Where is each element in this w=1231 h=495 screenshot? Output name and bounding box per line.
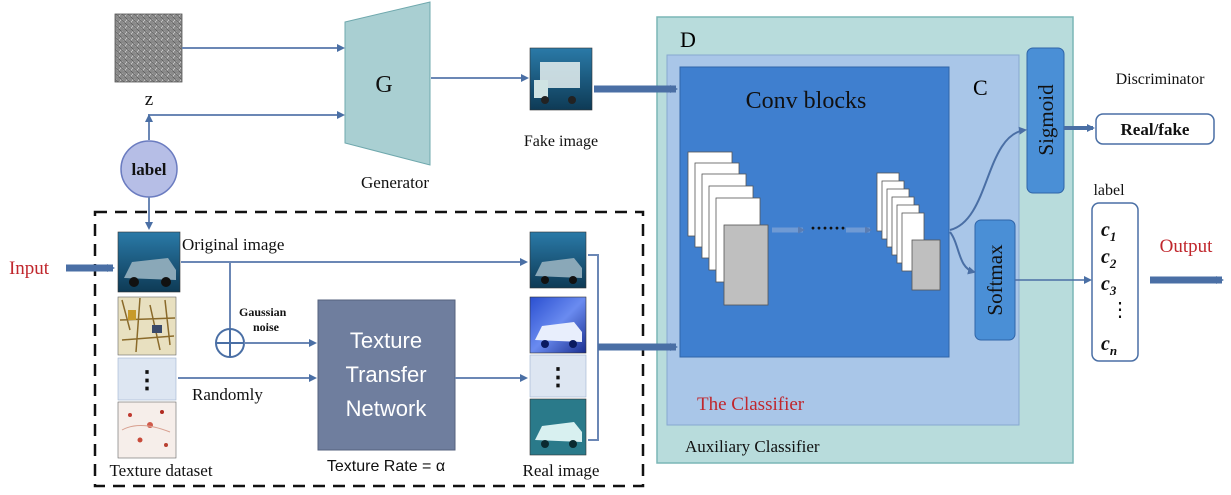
ttn-line-3: Network [346,396,428,421]
fake-image-label: Fake image [524,133,598,150]
class-labels: c1 c2 c3 ⋮ cn [1101,219,1130,358]
texture-vdots: ⋮ [135,368,159,394]
gaussian-noise-label-1: Gaussian [239,305,287,319]
randomly-label: Randomly [192,385,263,404]
feature-maps-right [876,172,941,291]
real-fake-box [1095,113,1215,145]
c-letter: C [973,75,988,100]
class-label-box [1091,202,1139,362]
label-node-text: label [132,160,167,179]
z-label: z [145,89,153,110]
class-vdots: ⋮ [1110,299,1130,321]
texture-transfer-network-box [317,299,456,451]
real-image-styled-2 [529,398,587,456]
sigmoid-box [1026,47,1065,194]
class-c1: c1 [1101,219,1116,244]
d-letter: D [680,27,696,52]
ttn-line-1: Texture [350,328,422,353]
ttn-line-2: Transfer [345,362,426,387]
original-image [117,231,181,293]
generator-label: Generator [361,173,429,192]
the-classifier-label: The Classifier [697,394,805,415]
real-image-original [529,231,587,289]
input-label: Input [9,258,50,279]
curve-to-sigmoid [949,126,1027,231]
class-cn: cn [1101,333,1117,358]
texture-dataset-label: Texture dataset [109,461,212,480]
texture-rate-label: Texture Rate = α [327,458,445,475]
original-image-label: Original image [182,235,284,254]
conv-blocks-title: Conv blocks [746,88,867,114]
fake-image [529,47,593,111]
generator-shape [344,1,431,166]
output-label: Output [1160,236,1214,257]
feature-maps-left [687,151,769,306]
real-vdots: ⋮ [546,365,570,391]
noise-z-image [114,13,183,83]
class-c2: c2 [1101,246,1117,271]
texture-style-1 [117,296,177,356]
texture-style-2 [117,401,177,459]
discriminator-label: Discriminator [1116,71,1206,88]
real-images-bracket [588,254,599,441]
real-image-styled-1 [529,296,587,354]
curve-to-softmax [949,231,976,275]
generator-letter: G [375,72,392,98]
texture-vdots-box [117,357,177,401]
class-c3: c3 [1101,273,1117,298]
line-label-generator [148,111,345,130]
gaussian-noise-label-2: noise [253,320,280,334]
sigmoid-label: Sigmoid [1034,84,1058,156]
real-image-label: Real image [523,461,600,480]
softmax-label: Softmax [983,244,1007,316]
label-out-caption: label [1093,182,1125,199]
conv-dots: ······ [810,218,846,238]
auxiliary-classifier-label: Auxiliary Classifier [685,437,820,456]
real-vdots-box [529,354,587,398]
real-fake-label: Real/fake [1121,120,1190,139]
